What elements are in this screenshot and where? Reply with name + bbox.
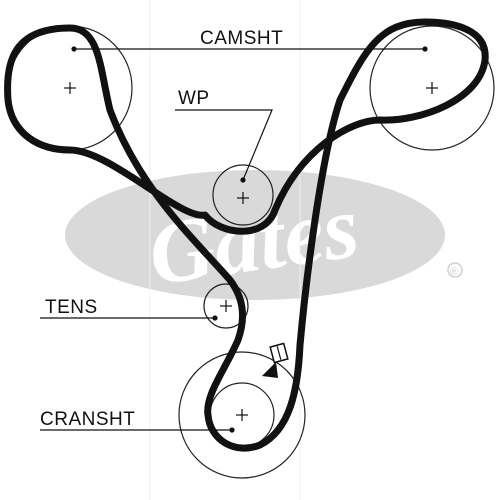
camshaft-right-pulley bbox=[369, 25, 495, 151]
tensioner-leader-dot bbox=[212, 315, 218, 321]
tensioner-label: TENS bbox=[45, 297, 98, 318]
camshaft-leader-dot-right bbox=[422, 46, 428, 52]
crankshaft-center-cross bbox=[236, 409, 248, 421]
registered-mark-circle bbox=[447, 262, 463, 278]
timing-mark-arrow bbox=[262, 362, 278, 378]
registered-mark: ® bbox=[450, 266, 458, 278]
pulley-centers bbox=[64, 82, 438, 421]
background-hatch bbox=[149, 0, 301, 500]
camshaft-leader-dot-left bbox=[71, 46, 77, 52]
camshaft-left-center-cross bbox=[64, 82, 76, 94]
water-pump-center-cross bbox=[237, 192, 249, 204]
timing-belt bbox=[4, 18, 489, 452]
water-pump-leader-dot bbox=[240, 177, 246, 183]
leader-lines bbox=[40, 46, 428, 433]
crankshaft-label: CRANSHT bbox=[40, 409, 135, 430]
tensioner-center-cross bbox=[220, 300, 232, 312]
camshaft-label: CAMSHT bbox=[200, 28, 283, 49]
crankshaft-outer-circle bbox=[178, 351, 306, 479]
gates-watermark: Gates ® bbox=[65, 170, 463, 304]
tensioner-pulley bbox=[203, 283, 249, 329]
water-pump-pulley bbox=[212, 164, 274, 226]
water-pump-leader-line bbox=[175, 109, 273, 181]
crankshaft-leader-dot bbox=[229, 427, 235, 433]
crankshaft-timing-mark bbox=[262, 342, 289, 378]
water-pump-label: WP bbox=[178, 88, 210, 109]
camshaft-right-center-cross bbox=[426, 82, 438, 94]
